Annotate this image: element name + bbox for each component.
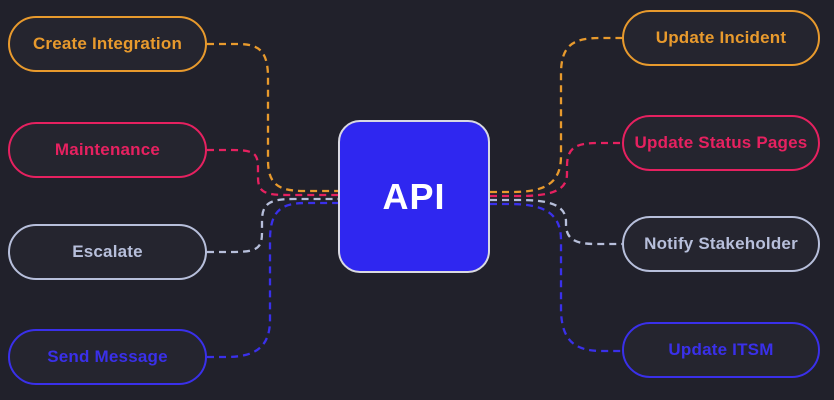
link-api-to-update-status-pages	[490, 141, 622, 198]
link-api-to-notify-stakeholder	[490, 198, 622, 246]
node-create-integration-label: Create Integration	[32, 34, 183, 53]
node-update-itsm[interactable]: Update ITSM	[622, 322, 820, 378]
node-update-incident-label: Update Incident	[655, 28, 787, 47]
link-api-to-update-incident	[490, 36, 622, 194]
node-send-message[interactable]: Send Message	[8, 329, 207, 385]
node-update-itsm-label: Update ITSM	[668, 340, 774, 359]
link-send-message-to-api	[207, 201, 338, 359]
node-maintenance-label: Maintenance	[54, 140, 161, 159]
node-update-status-pages[interactable]: Update Status Pages	[622, 115, 820, 171]
node-api[interactable]: API	[338, 120, 490, 273]
node-update-incident[interactable]: Update Incident	[622, 10, 820, 66]
link-maintenance-to-api	[207, 148, 338, 197]
link-api-to-update-itsm	[490, 202, 622, 353]
node-update-status-pages-label: Update Status Pages	[634, 133, 808, 152]
node-create-integration[interactable]: Create Integration	[8, 16, 207, 72]
node-notify-stakeholder-label: Notify Stakeholder	[644, 234, 798, 253]
link-create-integration-to-api	[207, 42, 338, 193]
node-api-label: API	[382, 175, 446, 217]
node-notify-stakeholder[interactable]: Notify Stakeholder	[622, 216, 820, 272]
node-escalate-label: Escalate	[72, 242, 143, 261]
node-escalate[interactable]: Escalate	[8, 224, 207, 280]
node-maintenance[interactable]: Maintenance	[8, 122, 207, 178]
link-escalate-to-api	[207, 197, 338, 254]
node-send-message-label: Send Message	[47, 347, 168, 366]
